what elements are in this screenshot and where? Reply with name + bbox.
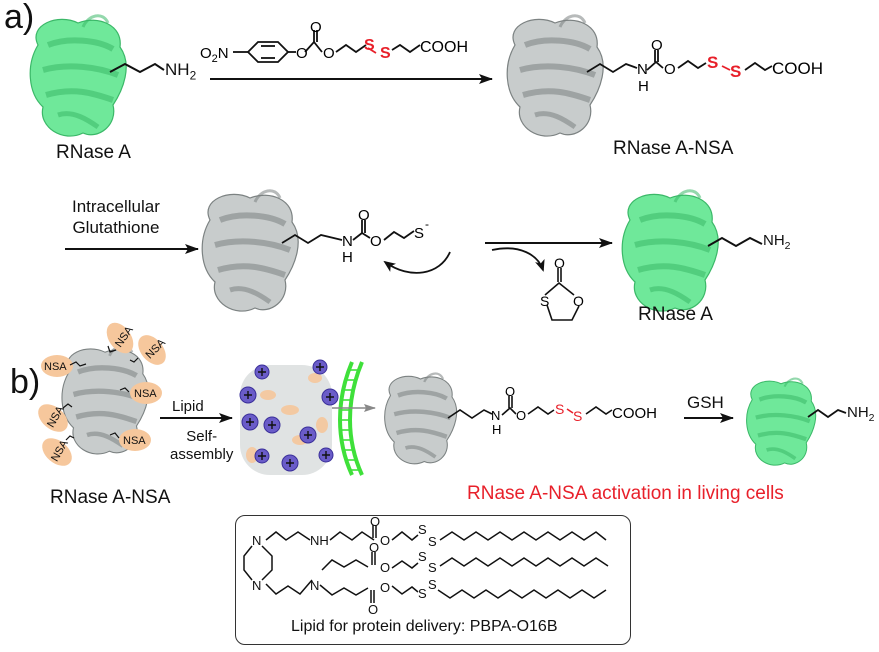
atom-cooh: COOH [612,405,657,422]
atom-o: O [651,37,663,54]
atom-s: S [418,586,427,601]
atom-s: S [364,37,375,54]
atom-s: S [540,293,549,309]
atom-o: O [554,255,565,271]
amine-text: NH2 [165,60,197,83]
final-amine-label: NH2 [847,404,875,424]
atom-s: S [418,549,427,564]
released-linker [447,396,613,419]
protein-activated-rnase-a [747,379,816,466]
amine-label-regenerated: NH2 [763,232,791,252]
lipid-structure-box [235,515,631,645]
atom-s: S [418,522,427,537]
atom-o: O [380,560,390,575]
lipid-protein-nanoparticle [239,359,339,475]
intermediate-linker [281,220,451,274]
condition-line-2: Glutathione [72,218,160,237]
atom-s: S [573,408,582,424]
condition-self: Self- [186,428,218,445]
atom-o: O [310,19,322,36]
lipid-caption: Lipid for protein delivery: PBPA-O16B [291,618,558,635]
atom-cooh: COOH [420,39,468,56]
atom-thiolate: S [414,225,424,242]
atom-o: O [516,408,526,423]
atom-h: H [638,78,649,95]
atom-o: O [573,293,584,309]
atom-o: O [323,45,335,62]
lysine-chain [109,62,165,74]
atom-s: S [730,62,741,81]
rnase-a-nsa-tagged-label: RNase A-NSA [50,487,171,508]
protein-released-rnase-a-nsa [385,374,457,464]
atom-h: H [342,249,353,266]
protein-intermediate [202,191,298,311]
cell-membrane [338,361,364,476]
atom-o: O [505,384,515,399]
condition-assembly: assembly [170,446,234,463]
protein-rnase-a-active [30,16,126,136]
activation-caption: RNase A-NSA activation in living cells [467,483,784,504]
atom-o: O [380,533,390,548]
atom-s: S [428,577,437,592]
atom-o: O [370,233,382,250]
nsa-label: NSA [123,435,146,447]
atom-o: O [368,602,378,617]
lipid-atom-labels: N N NH N O O O O O O S S S S S S [252,514,437,617]
atom-cooh: COOH [772,59,823,78]
atom-s: S [707,53,718,72]
nsa-label: NSA [44,361,67,373]
protein-rnase-a-nsa [507,16,603,136]
rnase-a-nsa-linker [586,50,773,74]
nsa-tether-lines [62,345,139,441]
lipid-pbpa-o16b-structure [243,525,609,603]
atom-o: O [358,207,370,224]
atom-o: O [664,61,676,78]
rnase-a-nsa-label: RNase A-NSA [613,138,734,159]
oxathiolanone-byproduct [544,268,580,321]
atom-n: N [491,408,500,423]
rnase-a-label: RNase A [56,142,131,163]
release-curved-arrow [491,247,545,272]
atom-h: H [492,422,501,437]
panel-b-letter: b) [10,363,41,401]
condition-line-1: Intracellular [72,197,160,216]
amine-label: NH2 [165,60,196,82]
nsa-tags [38,322,166,466]
nsa-label: NSA [134,388,157,400]
protein-rnase-a-regenerated [622,191,718,311]
panel-a-letter: a) [4,0,35,36]
atom-n: N [342,233,353,250]
rnase-a-regenerated-label: RNase A [638,304,713,325]
lysine-chain [707,236,763,248]
charge-negative: - [425,217,429,231]
nsa-reagent-structure [233,30,421,63]
atom-s: S [428,534,437,549]
atom-o: O [369,540,379,555]
atom-s: S [555,401,564,417]
atom-o2n: O2N [200,45,229,65]
atom-n: N [637,61,648,78]
condition-self-assembly: Self- assembly [170,428,233,464]
atom-o: O [296,45,308,62]
atom-s: S [428,560,437,575]
atom-n: N [252,578,261,593]
condition-lipid: Lipid [172,398,204,415]
atom-n: N [252,533,261,548]
atom-o: O [370,514,380,529]
atom-s: S [380,45,391,62]
condition-glutathione: Intracellular Glutathione [72,196,160,238]
lysine-chain [807,408,847,419]
atom-o: O [380,580,390,595]
atom-n: N [310,578,319,593]
gsh-label: GSH [687,393,724,412]
atom-nh: NH [310,533,329,548]
